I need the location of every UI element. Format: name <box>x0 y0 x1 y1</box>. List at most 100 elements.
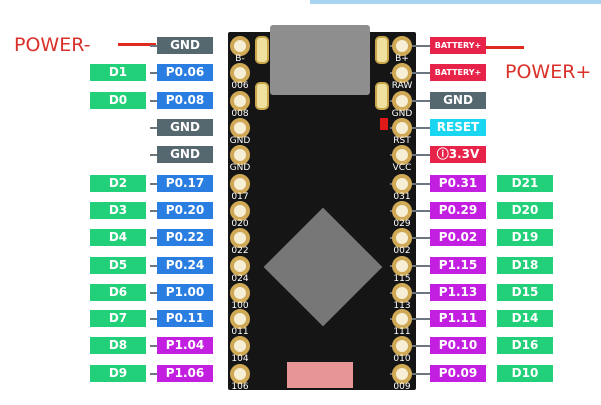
pin-silk-label: 017 <box>231 192 249 202</box>
pin-wire <box>390 100 450 102</box>
port-label: P0.10 <box>430 337 486 354</box>
digital-pin-label: D14 <box>497 310 553 327</box>
pin-silk-label: 106 <box>231 382 249 392</box>
pin-pad <box>392 201 412 221</box>
top-border-line <box>310 0 601 4</box>
pin-silk-label: 024 <box>231 274 249 284</box>
pin-pad <box>392 309 412 329</box>
antenna <box>287 362 353 388</box>
pin-silk-label: B- <box>235 54 245 64</box>
mount-slot <box>255 82 269 110</box>
pin-pad <box>230 201 250 221</box>
pin-silk-label: 113 <box>393 301 411 311</box>
power-minus-arrow-icon <box>118 43 156 46</box>
pin-pad <box>392 174 412 194</box>
pin-wire <box>390 154 450 156</box>
pin-silk-label: 029 <box>393 219 411 229</box>
pin-silk-label: 020 <box>231 219 249 229</box>
pin-silk-label: 011 <box>231 327 249 337</box>
port-label: P0.08 <box>157 92 213 109</box>
pin-silk-label: GND <box>229 163 251 173</box>
pin-silk-label: GND <box>391 109 413 119</box>
port-label: RESET <box>430 119 486 136</box>
pin-pad <box>230 309 250 329</box>
digital-pin-label: D9 <box>90 365 146 382</box>
port-label: P0.31 <box>430 175 486 192</box>
pin-wire <box>390 318 450 320</box>
digital-pin-label: D19 <box>497 229 553 246</box>
digital-pin-label: D20 <box>497 202 553 219</box>
digital-pin-label: D8 <box>90 337 146 354</box>
port-label: P1.06 <box>157 365 213 382</box>
pin-wire <box>390 45 450 47</box>
port-label: P0.02 <box>430 229 486 246</box>
pin-silk-label: 002 <box>393 246 411 256</box>
pin-wire <box>390 183 450 185</box>
pin-pad <box>230 228 250 248</box>
pin-pad <box>230 91 250 111</box>
digital-pin-label: D21 <box>497 175 553 192</box>
power-plus-arrow-icon <box>486 46 524 49</box>
port-label: GND <box>157 119 213 136</box>
digital-pin-label: D0 <box>90 92 146 109</box>
digital-pin-label: D1 <box>90 64 146 81</box>
port-label: P0.11 <box>157 310 213 327</box>
pin-pad <box>392 36 412 56</box>
pin-pad <box>392 336 412 356</box>
pin-wire <box>390 127 450 129</box>
pin-wire <box>390 72 450 74</box>
usb-connector <box>270 25 370 95</box>
mount-slot <box>375 36 389 64</box>
pin-silk-label: 115 <box>393 274 411 284</box>
port-label: GND <box>430 92 486 109</box>
pin-wire <box>390 265 450 267</box>
pin-pad <box>230 63 250 83</box>
pin-pad <box>230 364 250 384</box>
pin-pad <box>392 283 412 303</box>
pin-pad <box>230 256 250 276</box>
power-plus-label: POWER+ <box>505 61 592 83</box>
pin-pad <box>230 36 250 56</box>
pin-silk-label: RAW <box>391 81 413 91</box>
port-label: P1.00 <box>157 284 213 301</box>
pin-silk-label: 010 <box>393 354 411 364</box>
pin-wire <box>390 345 450 347</box>
digital-pin-label: D2 <box>90 175 146 192</box>
port-label: GND <box>157 37 213 54</box>
port-label: P0.24 <box>157 257 213 274</box>
pin-silk-label: 031 <box>393 192 411 202</box>
pin-pad <box>392 228 412 248</box>
port-label: P1.04 <box>157 337 213 354</box>
pin-silk-label: 022 <box>231 246 249 256</box>
digital-pin-label: D16 <box>497 337 553 354</box>
pin-silk-label: GND <box>229 136 251 146</box>
pin-pad <box>230 336 250 356</box>
port-label: P0.17 <box>157 175 213 192</box>
pin-pad <box>392 145 412 165</box>
pin-pad <box>392 256 412 276</box>
digital-pin-label: D15 <box>497 284 553 301</box>
mount-slot <box>255 36 269 64</box>
port-label: BATTERY+ <box>430 64 486 81</box>
digital-pin-label: D3 <box>90 202 146 219</box>
pin-wire <box>390 210 450 212</box>
pin-pad <box>230 174 250 194</box>
pin-wire <box>390 292 450 294</box>
port-label: P0.20 <box>157 202 213 219</box>
digital-pin-label: D4 <box>90 229 146 246</box>
port-label: GND <box>157 146 213 163</box>
power-minus-label: POWER- <box>14 34 91 56</box>
pin-silk-label: 008 <box>231 109 249 119</box>
pin-pad <box>230 283 250 303</box>
pin-silk-label: 006 <box>231 81 249 91</box>
pin-pad <box>392 364 412 384</box>
pin-silk-label: RST <box>393 136 411 146</box>
pin-pad <box>392 118 412 138</box>
pin-silk-label: 104 <box>231 354 249 364</box>
pin-silk-label: VCC <box>392 163 412 173</box>
pin-silk-label: B+ <box>395 54 409 64</box>
digital-pin-label: D6 <box>90 284 146 301</box>
digital-pin-label: D5 <box>90 257 146 274</box>
port-label: P0.09 <box>430 365 486 382</box>
port-label: P0.06 <box>157 64 213 81</box>
